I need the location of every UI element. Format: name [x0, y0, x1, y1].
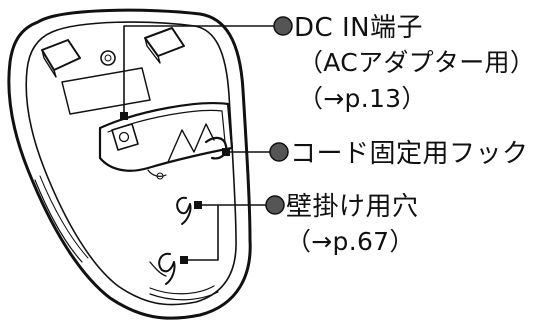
bullet-cord-hook — [269, 142, 289, 162]
callout-dc-in-ref: （→p.13） — [298, 84, 427, 113]
callout-dc-in-title: DC IN端子 — [294, 13, 424, 43]
cable-recess — [98, 102, 234, 172]
foot-pad-left — [41, 39, 81, 71]
bullet-wall-holes — [265, 195, 285, 215]
cord-zigzag — [167, 123, 215, 163]
marker-dc-in — [120, 112, 128, 120]
screw-hole — [100, 50, 116, 66]
cord-hook-shape — [204, 136, 228, 160]
callout-bullets — [265, 16, 293, 215]
callout-cord-hook-title: コード固定用フック — [290, 139, 529, 169]
leader-lines — [123, 25, 275, 261]
leader-wall-holes — [185, 204, 267, 261]
callout-wall-holes-title: 壁掛け用穴 — [286, 192, 419, 222]
dc-in-jack-housing — [111, 123, 139, 151]
foot-pad-left-side — [41, 49, 57, 78]
dc-in-jack-port — [118, 131, 130, 143]
device-outer-shell — [7, 8, 252, 320]
callout-dc-in-note: （ACアダプター用） — [298, 48, 536, 77]
wall-hole-upper — [176, 196, 192, 225]
label-plate — [61, 67, 151, 115]
foot-pad-right — [144, 27, 185, 57]
bullet-dc-in — [273, 16, 293, 36]
leader-dc-in — [123, 25, 275, 117]
foot-pad-right-side — [144, 37, 161, 64]
wall-hole-lower — [158, 252, 176, 285]
marker-cord-hook — [222, 148, 230, 156]
callout-wall-holes-ref: （→p.67） — [286, 227, 415, 256]
device-inner-rim — [25, 21, 237, 306]
marker-wall-hole-upper — [194, 201, 202, 209]
marker-wall-hole-lower — [180, 256, 188, 264]
